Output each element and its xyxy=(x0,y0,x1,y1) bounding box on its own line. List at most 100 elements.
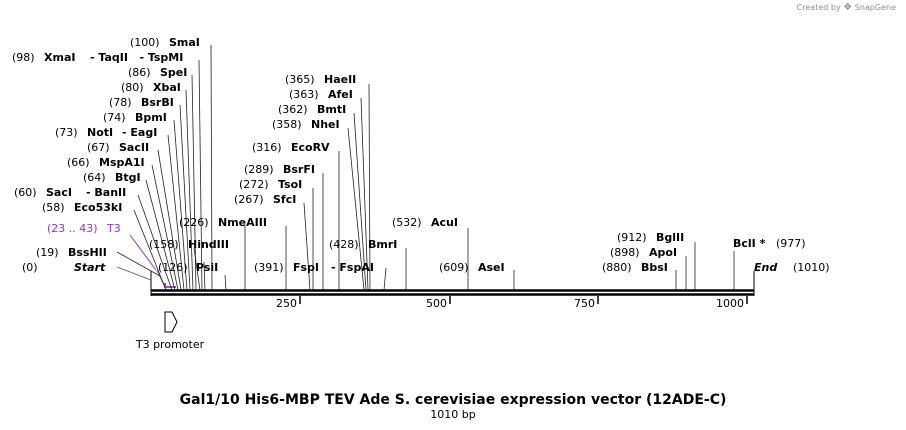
site-bcli[interactable]: BclI * (977) xyxy=(733,237,806,250)
site-nmeaiii[interactable]: (226) NmeAIII xyxy=(179,216,267,229)
feature-label: T3 promoter xyxy=(135,338,205,351)
site-hindiii[interactable]: (158) HindIII xyxy=(149,238,229,251)
leader-noti xyxy=(167,134,185,291)
site-acui[interactable]: (532) AcuI xyxy=(392,216,458,229)
site-xmai[interactable]: (98) XmaI - TaqII - TspMI xyxy=(12,51,183,64)
site-name: BsrBI xyxy=(141,96,174,109)
site-bsshii[interactable]: (19) BssHII xyxy=(36,246,107,259)
site-pos: (977) xyxy=(776,237,806,250)
site-name: BsrFI xyxy=(283,163,315,176)
site-bglii[interactable]: (912) BglII xyxy=(617,231,684,244)
site-pos: (391) xyxy=(254,261,284,274)
site-name: NotI xyxy=(87,126,113,139)
site-name: SacI xyxy=(46,186,72,199)
leader-sfci xyxy=(303,202,311,291)
site-leaders xyxy=(116,44,735,291)
site-afei[interactable]: (363) AfeI xyxy=(289,88,353,101)
site-fspi[interactable]: (391) FspI - FspAI xyxy=(254,261,374,274)
ruler-label: 1000 xyxy=(716,297,744,310)
leader-smai xyxy=(210,44,213,291)
site-sfci[interactable]: (267) SfcI xyxy=(234,193,296,206)
credit-brand: SnapGene xyxy=(854,3,896,12)
site-btgi[interactable]: (64) BtgI xyxy=(83,171,141,184)
site-eco53ki[interactable]: (58) Eco53kI xyxy=(42,201,122,214)
map-length: 1010 bp xyxy=(430,408,475,421)
start-marker: (0) Start xyxy=(22,261,152,281)
site-name: ApoI xyxy=(649,246,677,259)
site-bmri[interactable]: (428) BmrI xyxy=(329,238,397,251)
backbone xyxy=(150,271,755,296)
map-title: Gal1/10 His6-MBP TEV Ade S. cerevisiae e… xyxy=(180,392,727,408)
site-smai[interactable]: (100) SmaI xyxy=(130,36,200,49)
leader-hindiii xyxy=(193,247,201,291)
site-pos: (316) xyxy=(252,141,282,154)
site-pos: (289) xyxy=(244,163,274,176)
ruler-label: 250 xyxy=(276,297,297,310)
site-name: BssHII xyxy=(68,246,107,259)
site-pos: (158) xyxy=(149,238,179,251)
site-pos: (58) xyxy=(42,201,65,214)
leader-tick-a xyxy=(224,274,227,291)
site-name: XbaI xyxy=(153,81,181,94)
leader-xmai xyxy=(198,59,203,291)
snapgene-credit: Created by ❖ SnapGene xyxy=(797,2,896,13)
site-bpmi[interactable]: (74) BpmI xyxy=(103,111,167,124)
site-pos: (532) xyxy=(392,216,422,229)
site-name: BmrI xyxy=(368,238,397,251)
site-name: BglII xyxy=(656,231,684,244)
site-apoi[interactable]: (898) ApoI xyxy=(610,246,677,259)
site-pos: (912) xyxy=(617,231,647,244)
site-name: SacII xyxy=(119,141,149,154)
credit-prefix: Created by xyxy=(796,3,841,12)
site-sacii[interactable]: (67) SacII xyxy=(87,141,149,154)
site-alias: - FspAI xyxy=(331,261,374,274)
site-noti[interactable]: (73) NotI - EagI xyxy=(55,126,157,139)
site-name: HindIII xyxy=(188,238,229,251)
leader-haeii xyxy=(368,83,371,291)
site-pos: (100) xyxy=(130,36,160,49)
site-bsrfi[interactable]: (289) BsrFI xyxy=(244,163,315,176)
site-name: BmtI xyxy=(317,103,346,116)
site-asei[interactable]: (609) AseI xyxy=(439,261,505,274)
site-xbai[interactable]: (80) XbaI xyxy=(121,81,181,94)
site-name: Eco53kI xyxy=(74,201,122,214)
leader-btgi xyxy=(145,179,176,291)
site-pos: (362) xyxy=(278,103,308,116)
site-pos: (86) xyxy=(128,66,151,79)
site-psii[interactable]: (126) PsiI xyxy=(158,261,218,274)
site-pos: (66) xyxy=(67,156,90,169)
site-pos: (80) xyxy=(121,81,144,94)
site-bsrbi[interactable]: (78) BsrBI xyxy=(109,96,174,109)
site-ecorv[interactable]: (316) EcoRV xyxy=(252,141,330,154)
leader-xbai xyxy=(185,89,194,291)
site-bbsi[interactable]: (880) BbsI xyxy=(602,261,668,274)
site-pos: (19) xyxy=(36,246,59,259)
start-pos: (0) xyxy=(22,261,38,274)
site-saci[interactable]: (60) SacI - BanII xyxy=(14,186,126,199)
site-name: BbsI xyxy=(641,261,668,274)
site-tsoi[interactable]: (272) TsoI xyxy=(239,178,302,191)
site-pos: (267) xyxy=(234,193,264,206)
site-pos: (365) xyxy=(285,73,315,86)
site-pos: (73) xyxy=(55,126,78,139)
site-pos: (60) xyxy=(14,186,37,199)
site-name: BpmI xyxy=(135,111,167,124)
site-spei[interactable]: (86) SpeI xyxy=(128,66,187,79)
site-haeii[interactable]: (365) HaeII xyxy=(285,73,356,86)
site-name: HaeII xyxy=(324,73,356,86)
site-name: SmaI xyxy=(169,36,200,49)
site-mspa1i[interactable]: (66) MspA1I xyxy=(67,156,145,169)
site-labels: (19) BssHII (58) Eco53kI (60) SacI - Ban… xyxy=(12,36,806,274)
end-label: End xyxy=(754,261,777,274)
site-nhei[interactable]: (358) NheI xyxy=(272,118,340,131)
snapgene-logo-icon: ❖ xyxy=(843,2,853,13)
site-name: BtgI xyxy=(115,171,141,184)
site-name: XmaI xyxy=(44,51,75,64)
primer-range: (23 .. 43) xyxy=(47,222,98,235)
site-bmti[interactable]: (362) BmtI xyxy=(278,103,346,116)
primer-t3[interactable]: (23 .. 43) T3 xyxy=(47,222,176,288)
feature-t3-promoter[interactable]: T3 promoter xyxy=(135,311,205,351)
leader-bmti xyxy=(353,112,367,291)
site-name: SpeI xyxy=(160,66,187,79)
site-name: FspI xyxy=(293,261,319,274)
